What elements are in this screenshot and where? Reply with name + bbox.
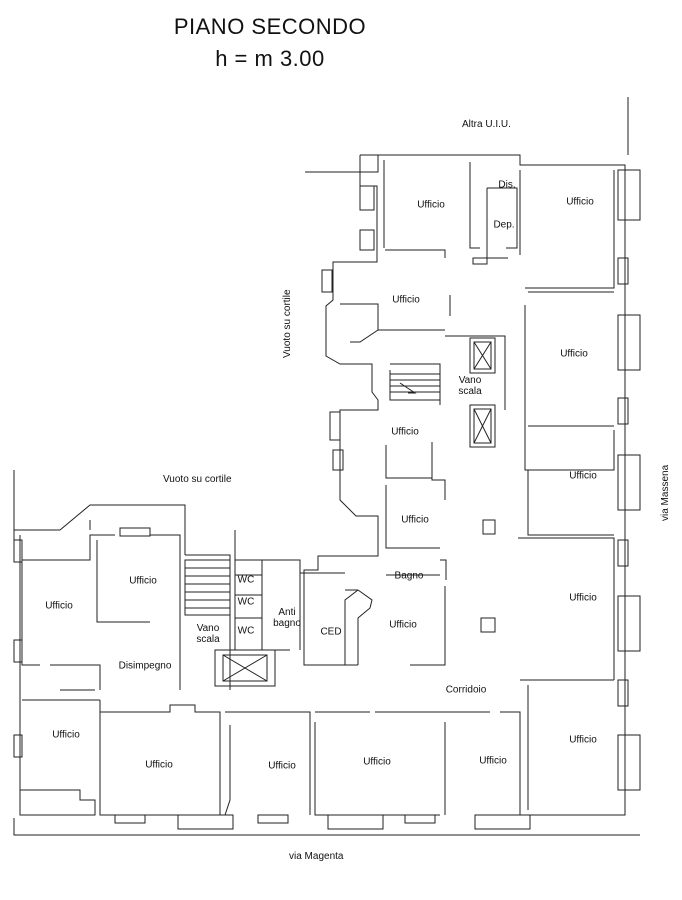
courtyard-void-label-vertical: Vuoto su cortile (282, 289, 293, 358)
room-label-ufficio: Ufficio (145, 759, 173, 771)
room-label-wc: WC (237, 574, 255, 586)
south-boundary-line (14, 818, 640, 835)
room-label-vano-scala: Vano scala (458, 375, 482, 397)
room-label-corridoio: Corridoio (445, 684, 487, 696)
room-label-wc: WC (237, 596, 255, 608)
room-label-ufficio: Ufficio (569, 592, 597, 604)
room-label-ufficio: Ufficio (566, 196, 594, 208)
north-wing-west-wall (304, 155, 378, 665)
room-label-ufficio: Ufficio (569, 470, 597, 482)
room-label-anti-bagno: Anti bagno (273, 607, 301, 629)
room-label-ufficio: Ufficio (389, 619, 417, 631)
room-label-ced: CED (320, 626, 342, 638)
room-label-ufficio: Ufficio (391, 426, 419, 438)
room-label-ufficio: Ufficio (45, 600, 73, 612)
room-label-vano-scala: Vano scala (196, 623, 220, 645)
room-label-ufficio: Ufficio (363, 756, 391, 768)
room-label-ufficio: Ufficio (129, 575, 157, 587)
room-label-ufficio: Ufficio (560, 348, 588, 360)
room-label-ufficio: Ufficio (401, 514, 429, 526)
plan-title: PIANO SECONDO (173, 14, 367, 39)
room-label-ufficio: Ufficio (479, 755, 507, 767)
room-label-dep: Dep. (493, 219, 515, 231)
room-label-bagno: Bagno (394, 570, 424, 582)
room-label-wc: WC (237, 625, 255, 637)
room-label-ufficio: Ufficio (417, 199, 445, 211)
room-label-dis: Dis. (498, 179, 516, 191)
west-wing-north-wall (14, 505, 185, 555)
courtyard-void-label: Vuoto su cortile (163, 474, 232, 485)
room-label-ufficio: Ufficio (268, 760, 296, 772)
room-label-ufficio: Ufficio (392, 294, 420, 306)
ceiling-height: h = m 3.00 (215, 46, 325, 71)
via-magenta-label: via Magenta (289, 851, 344, 862)
north-reference-line (305, 155, 378, 172)
room-label-disimpegno: Disimpegno (118, 660, 172, 672)
via-massena-label: via Massena (660, 464, 671, 521)
altra-uiu-label: Altra U.I.U. (462, 119, 511, 130)
room-label-ufficio: Ufficio (569, 734, 597, 746)
room-label-ufficio: Ufficio (52, 729, 80, 741)
north-wing-east-wall (360, 155, 625, 815)
